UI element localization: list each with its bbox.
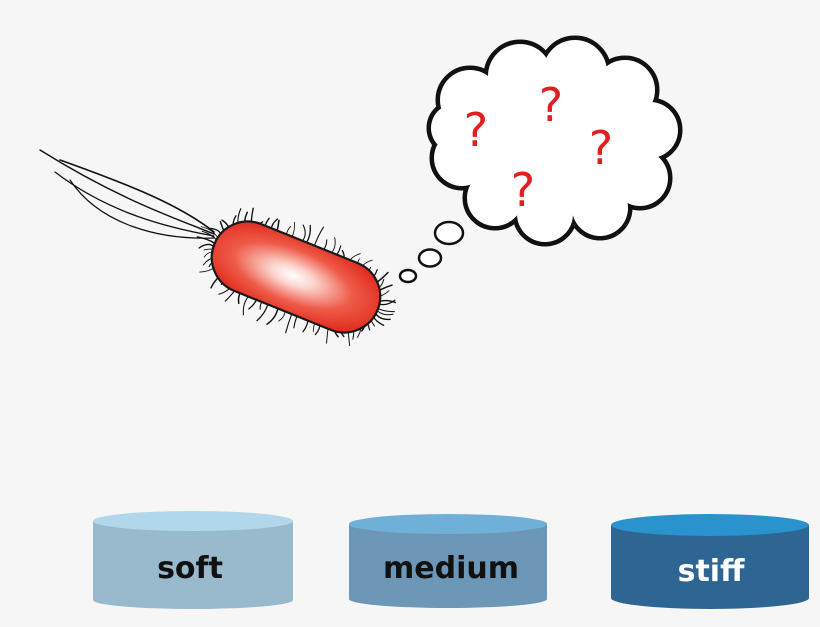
question-mark: ? (589, 121, 613, 175)
thought-trail (398, 220, 465, 284)
substrate-stiff: stiff (611, 514, 809, 609)
pilus (266, 307, 279, 325)
pilus (305, 224, 312, 244)
substrate-medium: medium (349, 514, 547, 608)
substrate-soft-label: soft (157, 551, 223, 586)
pilus (313, 226, 325, 247)
question-mark: ? (539, 78, 563, 132)
question-mark: ? (464, 103, 488, 157)
pilus (196, 236, 216, 245)
substrate-stiff-label: stiff (678, 554, 745, 589)
substrate-medium-side (349, 524, 547, 608)
substrate-soft-top (93, 511, 293, 531)
pilus (377, 308, 395, 313)
substrate-soft-side (93, 521, 293, 609)
flagella (39, 149, 215, 239)
bacterium-body (210, 220, 382, 334)
substrate-stiff-top (611, 514, 809, 536)
substrate-stiff-side (611, 525, 809, 609)
substrate-medium-label: medium (383, 551, 519, 586)
substrate-medium-top (349, 514, 547, 534)
pilus (285, 313, 293, 334)
pilus (376, 310, 394, 316)
substrate-soft: soft (93, 511, 293, 609)
question-mark: ? (511, 163, 535, 217)
bacterium (196, 207, 397, 347)
thought-cloud: ? ? ? ? (426, 35, 683, 247)
question-marks: ? ? ? ? (464, 78, 613, 217)
pilus (256, 303, 269, 322)
pilus (301, 224, 306, 242)
